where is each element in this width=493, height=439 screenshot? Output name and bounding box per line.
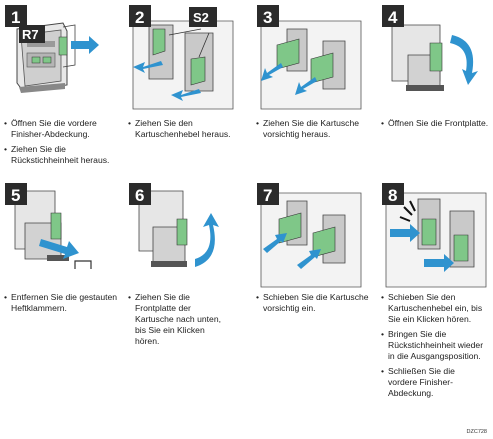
step-4-illustration: 4: [382, 5, 490, 113]
step-1-number: 1: [11, 8, 20, 27]
step-2-illustration: 2 S2: [129, 5, 237, 113]
step-3-instructions: Ziehen Sie die Kartusche vorsichtig hera…: [256, 118, 374, 144]
step-3-illustration: 3: [257, 5, 365, 113]
step-1-illustration: 1 R7: [5, 5, 113, 113]
instruction-item: Ziehen Sie die Rückstichheinheit heraus.: [4, 144, 122, 166]
instruction-item: Ziehen Sie den Kartuschenhebel heraus.: [128, 118, 246, 140]
step-5-illustration: 5: [5, 183, 113, 291]
instruction-item: Öffnen Sie die vordere Finisher-Abdeckun…: [4, 118, 122, 140]
step-2-number: 2: [135, 8, 144, 27]
step-6-illustration: 6: [129, 183, 237, 291]
instruction-item: Schieben Sie den Kartuschenhebel ein, bi…: [381, 292, 485, 325]
instruction-item: Ziehen Sie die Frontplatte der Kartusche…: [128, 292, 228, 347]
instruction-item: Öffnen Sie die Frontplatte.: [381, 118, 489, 129]
step-7-number: 7: [263, 186, 272, 205]
instruction-item: Schließen Sie die vordere Finisher-Abdec…: [381, 366, 485, 399]
step-5-instructions: Entfernen Sie die gestauten Heftklammern…: [4, 292, 122, 318]
step-8-number: 8: [388, 186, 397, 205]
step-3-number: 3: [263, 8, 272, 27]
step-4-instructions: Öffnen Sie die Frontplatte.: [381, 118, 489, 133]
step-2-instructions: Ziehen Sie den Kartuschenhebel heraus.: [128, 118, 246, 144]
step-2-tag: S2: [193, 10, 209, 25]
step-1-tag: R7: [22, 27, 39, 42]
step-7-instructions: Schieben Sie die Kartusche vorsichtig ei…: [256, 292, 374, 318]
step-6-number: 6: [135, 186, 144, 205]
step-5-number: 5: [11, 186, 20, 205]
step-6-instructions: Ziehen Sie die Frontplatte der Kartusche…: [128, 292, 228, 351]
instruction-item: Entfernen Sie die gestauten Heftklammern…: [4, 292, 122, 314]
step-1-instructions: Öffnen Sie die vordere Finisher-Abdeckun…: [4, 118, 122, 170]
figure-code: DZC728: [466, 429, 487, 435]
step-7-illustration: 7: [257, 183, 365, 291]
step-4-number: 4: [388, 8, 398, 27]
instruction-item: Bringen Sie die Rückstichheinheit wieder…: [381, 329, 485, 362]
step-8-illustration: 8: [382, 183, 490, 291]
instruction-item: Ziehen Sie die Kartusche vorsichtig hera…: [256, 118, 374, 140]
instruction-item: Schieben Sie die Kartusche vorsichtig ei…: [256, 292, 374, 314]
step-8-instructions: Schieben Sie den Kartuschenhebel ein, bi…: [381, 292, 485, 403]
